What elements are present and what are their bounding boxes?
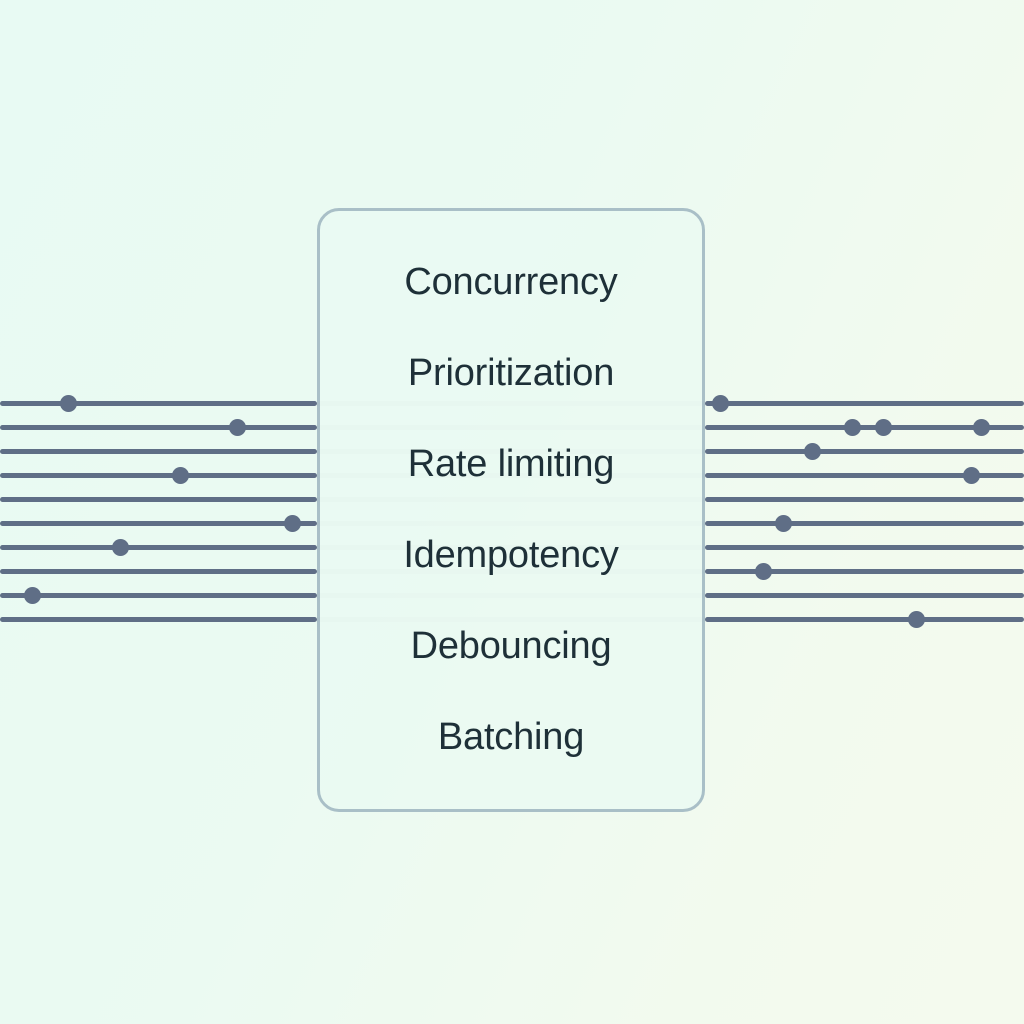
track-line [705, 616, 1024, 622]
track-line [0, 496, 317, 502]
track-line [705, 520, 1024, 526]
track-line [705, 448, 1024, 454]
track-dot [907, 610, 925, 628]
concept-label-prioritization: Prioritization [407, 351, 615, 394]
track-line [0, 616, 317, 622]
concept-label-rate-limiting: Rate limiting [407, 442, 615, 485]
track-dot [774, 514, 792, 532]
track-dot [803, 442, 821, 460]
track-line [705, 496, 1024, 502]
track-line [705, 400, 1024, 406]
track-line [0, 472, 317, 478]
track-dot [874, 418, 892, 436]
track-line [0, 592, 317, 598]
concept-card: Concurrency Prioritization Rate limiting… [317, 208, 705, 812]
track-dot [23, 586, 41, 604]
track-line [0, 544, 317, 550]
track-line [705, 592, 1024, 598]
concept-label-debouncing: Debouncing [410, 624, 612, 667]
track-dot [283, 514, 301, 532]
concept-label-concurrency: Concurrency [404, 260, 618, 303]
track-line [705, 568, 1024, 574]
track-dot [711, 394, 729, 412]
track-dot [962, 466, 980, 484]
track-dot [111, 538, 129, 556]
track-dot [228, 418, 246, 436]
track-dot [171, 466, 189, 484]
track-line [0, 448, 317, 454]
track-line [705, 424, 1024, 430]
track-dot [59, 394, 77, 412]
concept-label-idempotency: Idempotency [403, 533, 619, 576]
track-line [0, 424, 317, 430]
track-line [705, 472, 1024, 478]
track-dot [843, 418, 861, 436]
track-dot [972, 418, 990, 436]
track-line [0, 520, 317, 526]
concept-label-batching: Batching [437, 715, 585, 758]
track-line [705, 544, 1024, 550]
track-line [0, 400, 317, 406]
track-dot [754, 562, 772, 580]
track-line [0, 568, 317, 574]
